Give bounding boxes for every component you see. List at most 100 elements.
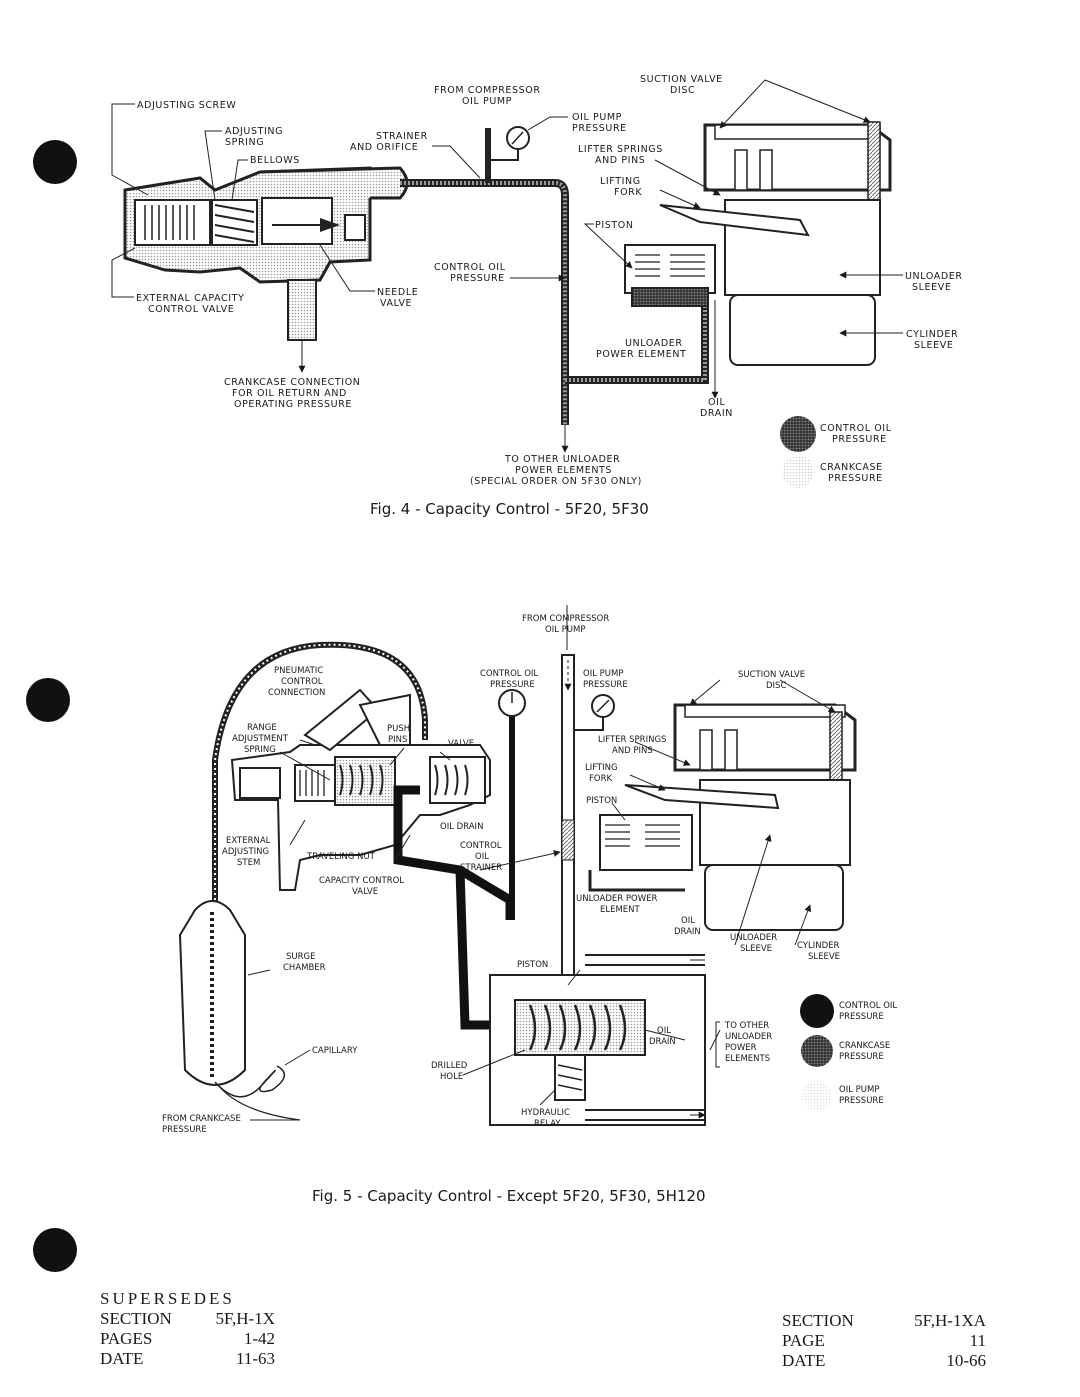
footer-supersedes-title: SUPERSEDES: [100, 1289, 235, 1308]
fig5-label-capacity-valve: CAPACITY CONTROL: [319, 876, 404, 886]
fig5-leader-lines: [247, 605, 836, 1121]
fig4-label-lifting-fork-2: FORK: [614, 187, 642, 198]
fig4-label-external-capacity: EXTERNAL CAPACITY: [136, 293, 245, 304]
fig5-label-oil-drain-3: OIL: [657, 1026, 671, 1036]
fig5-legend-control-label-2: PRESSURE: [839, 1012, 884, 1022]
fig5-label-oil-drain-2: OIL: [681, 916, 695, 926]
footer-left-date-value: 11-63: [235, 1349, 275, 1368]
fig5-label-from-crankcase: FROM CRANKCASE: [162, 1114, 241, 1124]
fig5-label-hydraulic-2: RELAY: [534, 1119, 561, 1129]
fig5-label-external-3: STEM: [237, 858, 260, 868]
fig4-label-crankcase-connection-3: OPERATING PRESSURE: [234, 399, 352, 410]
fig4-label-piston: PISTON: [595, 220, 634, 231]
fig5-diagram: [178, 641, 857, 1126]
fig4-label-from-compressor: FROM COMPRESSOR: [434, 85, 541, 96]
fig4-label-lifter-springs: LIFTER SPRINGS: [578, 144, 663, 155]
fig4-label-unloader-sleeve-2: SLEEVE: [912, 282, 951, 293]
fig5-label-pneumatic: PNEUMATIC: [274, 666, 323, 676]
footer-right-section-label: SECTION: [782, 1311, 854, 1330]
fig4-control-oil-line-inner: [400, 181, 567, 425]
fig4-label-unloader-power-2: POWER ELEMENT: [596, 349, 686, 360]
footer-right-section-value: 5F,H-1XA: [914, 1311, 986, 1330]
fig4-label-control-oil-2: PRESSURE: [450, 273, 505, 284]
fig4-label-lifting-fork: LIFTING: [600, 176, 641, 187]
fig5-legend-pump-label-2: PRESSURE: [839, 1096, 884, 1106]
fig5-label-lifter-2: AND PINS: [612, 746, 653, 756]
fig5-label-from-crankcase-2: PRESSURE: [162, 1125, 207, 1135]
fig5-label-surge: SURGE: [286, 952, 315, 962]
fig4-control-oil-line: [400, 179, 569, 425]
fig5-legend-pump-swatch: [802, 1081, 832, 1111]
binder-hole-1: [33, 140, 77, 184]
fig5-label-control-oil-strainer-3: STRAINER: [460, 863, 502, 873]
fig4-branch-line-inner: [565, 300, 707, 382]
fig5-label-valve: VALVE: [448, 739, 474, 749]
fig4-legend-control-label-2: PRESSURE: [832, 434, 887, 445]
fig5-capillary-coil: [214, 1065, 286, 1098]
fig5-label-pneumatic-3: CONNECTION: [268, 688, 325, 698]
fig5-label-traveling-nut: TRAVELING NUT: [306, 852, 376, 862]
fig4-label-from-compressor-2: OIL PUMP: [462, 96, 512, 107]
fig5-label-drilled: DRILLED: [431, 1061, 468, 1071]
fig5-label-drilled-2: HOLE: [440, 1072, 463, 1082]
fig5-label-control-oil-strainer: CONTROL: [460, 841, 502, 851]
fig5-label-unloader-sleeve-2: SLEEVE: [740, 944, 772, 954]
fig4-label-adjusting-screw: ADJUSTING SCREW: [137, 100, 236, 111]
fig4-label-to-other: TO OTHER UNLOADER: [504, 454, 620, 465]
footer-right-page-value: 11: [969, 1331, 986, 1350]
fig5-label-lifting-fork: LIFTING: [585, 763, 618, 773]
fig5-label-push-pins: PUSH: [387, 724, 410, 734]
fig5-label-oil-drain: OIL DRAIN: [440, 822, 483, 832]
fig4-label-cylinder-sleeve-2: SLEEVE: [914, 340, 953, 351]
fig5-legend-control-label: CONTROL OIL: [839, 1001, 897, 1011]
fig5-label-control-oil-strainer-2: OIL: [475, 852, 489, 862]
fig5-legend-control-swatch: [800, 994, 834, 1028]
fig4-legend-control-label: CONTROL OIL: [820, 423, 892, 434]
fig4-label-external-capacity-2: CONTROL VALVE: [148, 304, 234, 315]
fig5-label-cylinder-sleeve: CYLINDER: [797, 941, 839, 951]
binder-hole-2: [26, 678, 70, 722]
fig4-label-suction-valve: SUCTION VALVE: [640, 74, 723, 85]
fig4-label-oil-pump-pressure-2: PRESSURE: [572, 123, 627, 134]
fig4-label-adjusting-spring-2: SPRING: [225, 137, 264, 148]
fig5-label-piston-top: PISTON: [586, 796, 617, 806]
fig5-control-valve: [230, 688, 491, 891]
fig5-label-capacity-valve-2: VALVE: [352, 887, 378, 897]
footer-left-pages-value: 1-42: [243, 1329, 275, 1348]
fig5-legend-crankcase-label: CRANKCASE: [839, 1041, 890, 1051]
fig4-external-capacity-valve: [123, 166, 372, 284]
fig5-label-control-oil-2: PRESSURE: [490, 680, 535, 690]
fig5-label-unloader-sleeve: UNLOADER: [730, 933, 777, 943]
fig4-label-oil-pump-pressure: OIL PUMP: [572, 112, 622, 123]
fig4-caption: Fig. 4 - Capacity Control - 5F20, 5F30: [370, 500, 649, 518]
fig5-label-from-compressor: FROM COMPRESSOR: [522, 614, 609, 624]
fig4-crankcase-pipe: [287, 279, 317, 341]
fig4-label-lifter-springs-2: AND PINS: [595, 155, 645, 166]
fig5-label-hydraulic: HYDRAULIC: [521, 1108, 570, 1118]
fig5-label-range-2: ADJUSTMENT: [232, 734, 289, 744]
fig5-label-oil-drain-2b: DRAIN: [674, 927, 701, 937]
binder-hole-3: [33, 1228, 77, 1272]
fig5-label-oil-drain-3b: DRAIN: [649, 1037, 676, 1047]
fig5-caption: Fig. 5 - Capacity Control - Except 5F20,…: [312, 1187, 706, 1205]
fig4-legend-crankcase-label-2: PRESSURE: [828, 473, 883, 484]
fig5-label-surge-2: CHAMBER: [283, 963, 326, 973]
footer-right-page-label: PAGE: [782, 1331, 825, 1350]
fig4-label-crankcase-connection: CRANKCASE CONNECTION: [224, 377, 361, 388]
fig4-label-unloader-power: UNLOADER: [625, 338, 683, 349]
fig4-label-oil-drain-2: DRAIN: [700, 408, 733, 419]
fig5-label-control-oil: CONTROL OIL: [480, 669, 538, 679]
fig4-legend-control-swatch: [780, 416, 816, 452]
fig5-label-to-other-3: POWER: [725, 1043, 757, 1053]
fig5-label-to-other-4: ELEMENTS: [725, 1054, 770, 1064]
footer-left-pages-label: PAGES: [100, 1329, 153, 1348]
footer-right-date-label: DATE: [782, 1351, 826, 1370]
fig4-label-unloader-sleeve: UNLOADER: [905, 271, 963, 282]
fig4-label-crankcase-connection-2: FOR OIL RETURN AND: [232, 388, 347, 399]
fig5-label-oil-pump: OIL PUMP: [583, 669, 623, 679]
fig5-label-range-3: SPRING: [244, 745, 276, 755]
fig4-label-suction-valve-2: DISC: [670, 85, 695, 96]
fig5-label-oil-pump-2: PRESSURE: [583, 680, 628, 690]
